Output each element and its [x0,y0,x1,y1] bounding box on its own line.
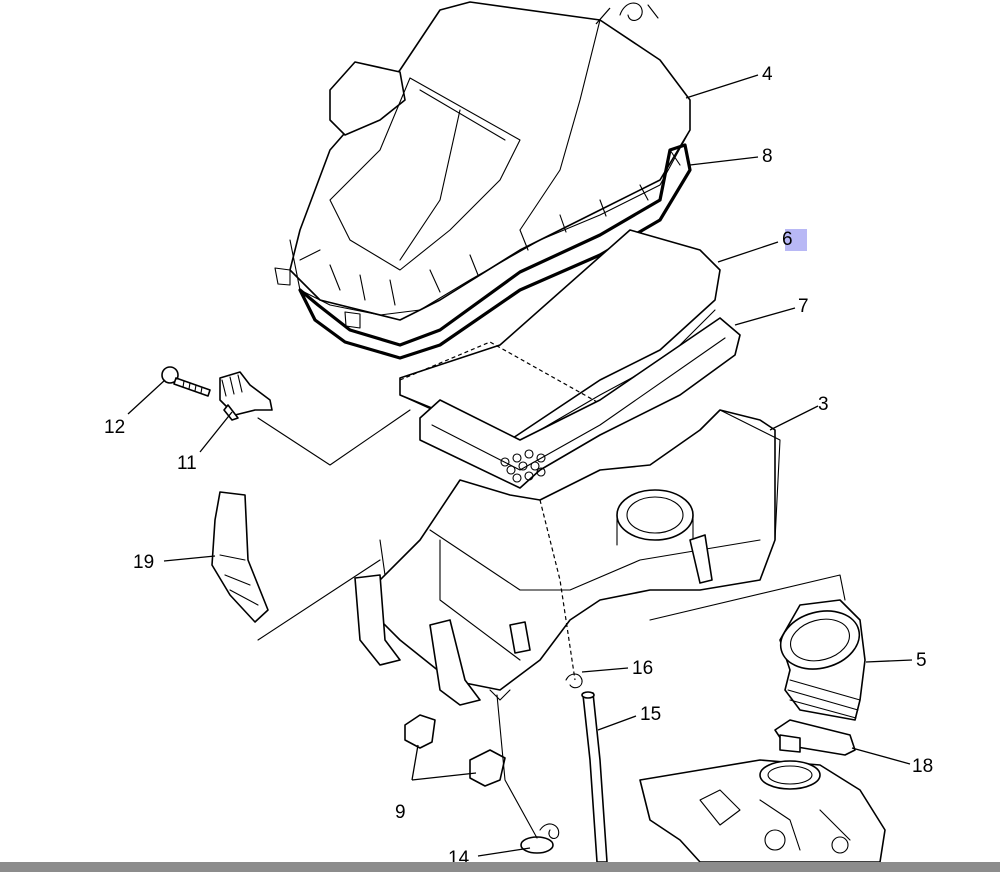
gasket-ring [298,143,692,360]
assembly-lines [257,409,846,839]
air-cleaner-case [354,409,781,706]
filter-seal [419,317,741,489]
callout-11: 11 [177,453,197,474]
hose [582,692,608,863]
screw [161,366,211,397]
callout-16: 16 [632,658,653,679]
callout-19: 19 [133,552,154,573]
callout-7: 7 [798,296,809,317]
callout-12: 12 [104,417,125,438]
hose-end [581,691,595,699]
callout-labels: 4 8 6 7 3 12 11 19 16 5 15 18 9 14 [104,64,933,869]
filter-mesh [500,449,546,483]
callout-9: 9 [395,802,406,823]
callout-4: 4 [762,64,773,85]
callout-leaders [127,7,913,857]
callout-8: 8 [762,146,773,167]
filter-seal-inner [431,337,726,471]
bottom-scrollbar[interactable] [0,862,1000,872]
bracket-detail [219,554,259,606]
clip [565,673,583,689]
callout-18: 18 [912,756,933,777]
callout-15: 15 [640,704,661,725]
callout-5: 5 [916,650,927,671]
sensor [219,371,273,421]
top-clip [619,2,659,21]
bracket [211,491,269,623]
joint [779,599,866,721]
damper [404,714,506,787]
callout-6: 6 [782,229,793,250]
callout-6-highlight [785,229,807,251]
throttle-body [639,759,886,863]
clamp [774,719,856,756]
air-cleaner-cap [274,1,691,329]
callout-3: 3 [818,394,829,415]
